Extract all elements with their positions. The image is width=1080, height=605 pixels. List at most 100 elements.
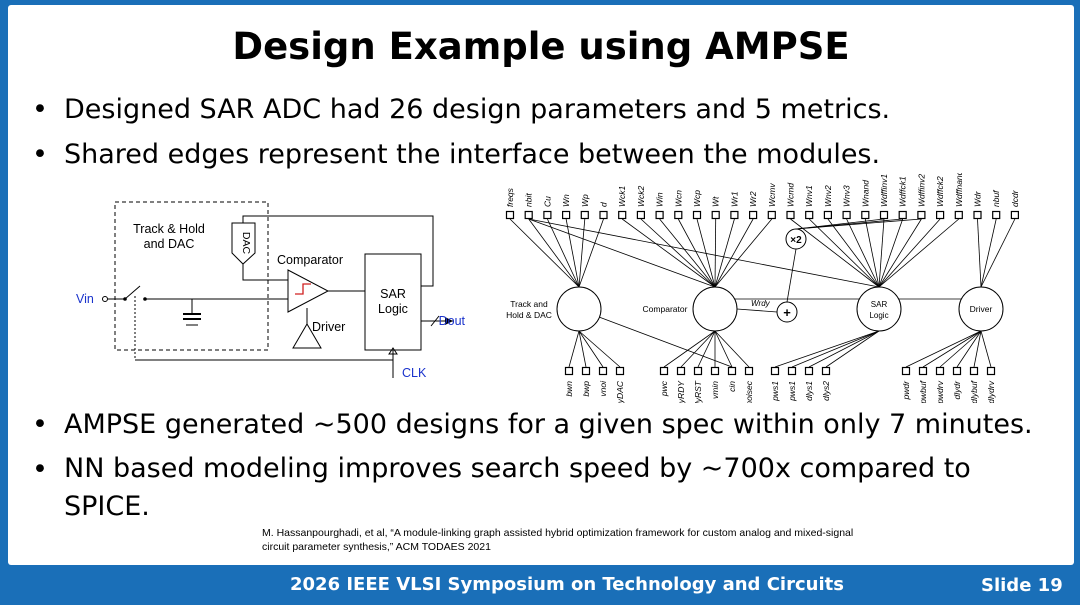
graph-edge [736, 308, 778, 313]
metric-node [744, 366, 754, 376]
graph-edge [680, 330, 716, 368]
parameter-label: Win [655, 192, 665, 207]
metric-node [986, 366, 996, 376]
metric-node [710, 366, 720, 376]
parameter-label: Wdffck1 [898, 176, 908, 207]
metric-node [770, 366, 780, 376]
bullet-text: Designed SAR ADC had 26 design parameter… [64, 94, 891, 125]
comparator-label: Comparator [277, 253, 343, 267]
graph-edge [714, 330, 733, 368]
graph-edge [774, 330, 880, 368]
dac-label: DAC [240, 232, 252, 255]
parameter-node [561, 210, 571, 220]
footer-text: 2026 IEEE VLSI Symposium on Technology a… [290, 574, 844, 595]
multiply-label: ×2 [790, 235, 802, 246]
bullet-text: Shared edges represent the interface bet… [64, 139, 881, 170]
metric-node [564, 366, 574, 376]
graph-edge [578, 330, 621, 368]
graph-edge [663, 330, 716, 368]
clk-edge-icon [388, 347, 398, 355]
graph-edge [565, 218, 580, 288]
metric-node [693, 366, 703, 376]
dac-to-comparator-wire [242, 264, 288, 281]
graph-edge [714, 330, 750, 368]
parameter-node [636, 210, 645, 220]
parameter-label: Wcp [692, 190, 702, 207]
parameter-node [917, 210, 926, 220]
metric-label: dlybuf [969, 379, 979, 403]
sar-adc-schematic: Track & Hold and DAC DAC Vin Comparator … [76, 201, 465, 380]
graph-edge [547, 218, 580, 288]
graph-edge [864, 218, 880, 288]
parameter-node [580, 210, 589, 220]
track-hold-dashed-box [114, 201, 269, 351]
parameter-node [618, 210, 627, 220]
parameter-label: Wr2 [748, 191, 758, 207]
graph-edge [956, 330, 982, 368]
graph-edge [878, 218, 960, 288]
metric-label: pws1 [787, 381, 797, 402]
track-hold-label-1: Track & Hold [133, 222, 205, 236]
parameter-label: Cu [542, 196, 552, 207]
dac-feedback-wire [242, 215, 434, 287]
metric-node [935, 366, 945, 376]
wrdy-label: Wrdy [751, 299, 771, 308]
metric-label: dlyRST [693, 380, 703, 403]
parameter-node [730, 210, 739, 220]
metric-label: dlydr [952, 380, 962, 400]
parameter-node [879, 210, 889, 220]
graph-edge [714, 218, 717, 288]
sum-node [776, 301, 798, 323]
graph-edge [922, 330, 982, 368]
metric-label: pws1 [770, 381, 780, 402]
driver-module [958, 286, 1004, 332]
parameter-node [992, 210, 1001, 220]
slide-number: Slide 19 [981, 575, 1063, 596]
module-nodes: Track and Hold & DAC Comparator ×2 + Wrd… [506, 228, 1004, 332]
vin-label: Vin [76, 292, 94, 306]
parameter-node [767, 210, 776, 220]
hysteresis-icon [295, 283, 311, 295]
graph-edge [528, 218, 580, 288]
bus-slash [430, 315, 440, 327]
parameter-node [599, 210, 608, 220]
graph-edge [808, 218, 880, 288]
graph-edge [846, 218, 880, 288]
track-hold-label-2: and DAC [144, 237, 195, 251]
comparator-symbol [287, 269, 330, 313]
parameter-label: dcdr [1010, 189, 1020, 207]
parameter-label: Wnv3 [842, 185, 852, 207]
parameter-label: Wnv2 [823, 185, 833, 207]
sar-module [856, 286, 902, 332]
parameter-node [505, 210, 515, 220]
metric-node [615, 366, 625, 376]
parameter-label: Wdffinv2 [916, 174, 926, 207]
parameter-node [805, 210, 814, 220]
slide: Design Example using AMPSE • Designed SA… [8, 5, 1074, 565]
metric-label: pwdr [901, 380, 911, 401]
parameter-label: Wt [711, 196, 721, 207]
sar-module-label-2: Logic [869, 311, 888, 320]
comparator-module [692, 286, 738, 332]
metric-node [676, 366, 686, 376]
metric-label: dlyRDY [676, 380, 686, 403]
graph-edge [697, 330, 716, 368]
bullet-dot: • [32, 409, 48, 440]
graph-edge [578, 330, 604, 368]
metric-node [821, 366, 831, 376]
parameter-label: Wcmd [786, 183, 796, 207]
parameter-label: nbit [524, 193, 534, 207]
parameter-node [823, 210, 832, 220]
comparator-module-label: Comparator [643, 304, 688, 314]
parameter-label: Wdffck2 [935, 176, 945, 207]
bullet-dot: • [32, 139, 48, 170]
metric-node [969, 366, 979, 376]
sar-module-label-1: SAR [871, 300, 888, 309]
graph-edge [621, 218, 716, 288]
graph-edge [677, 218, 716, 288]
metric-label: dlys2 [821, 381, 831, 401]
slide-title: Design Example using AMPSE [232, 25, 850, 68]
graph-edge [980, 330, 992, 368]
